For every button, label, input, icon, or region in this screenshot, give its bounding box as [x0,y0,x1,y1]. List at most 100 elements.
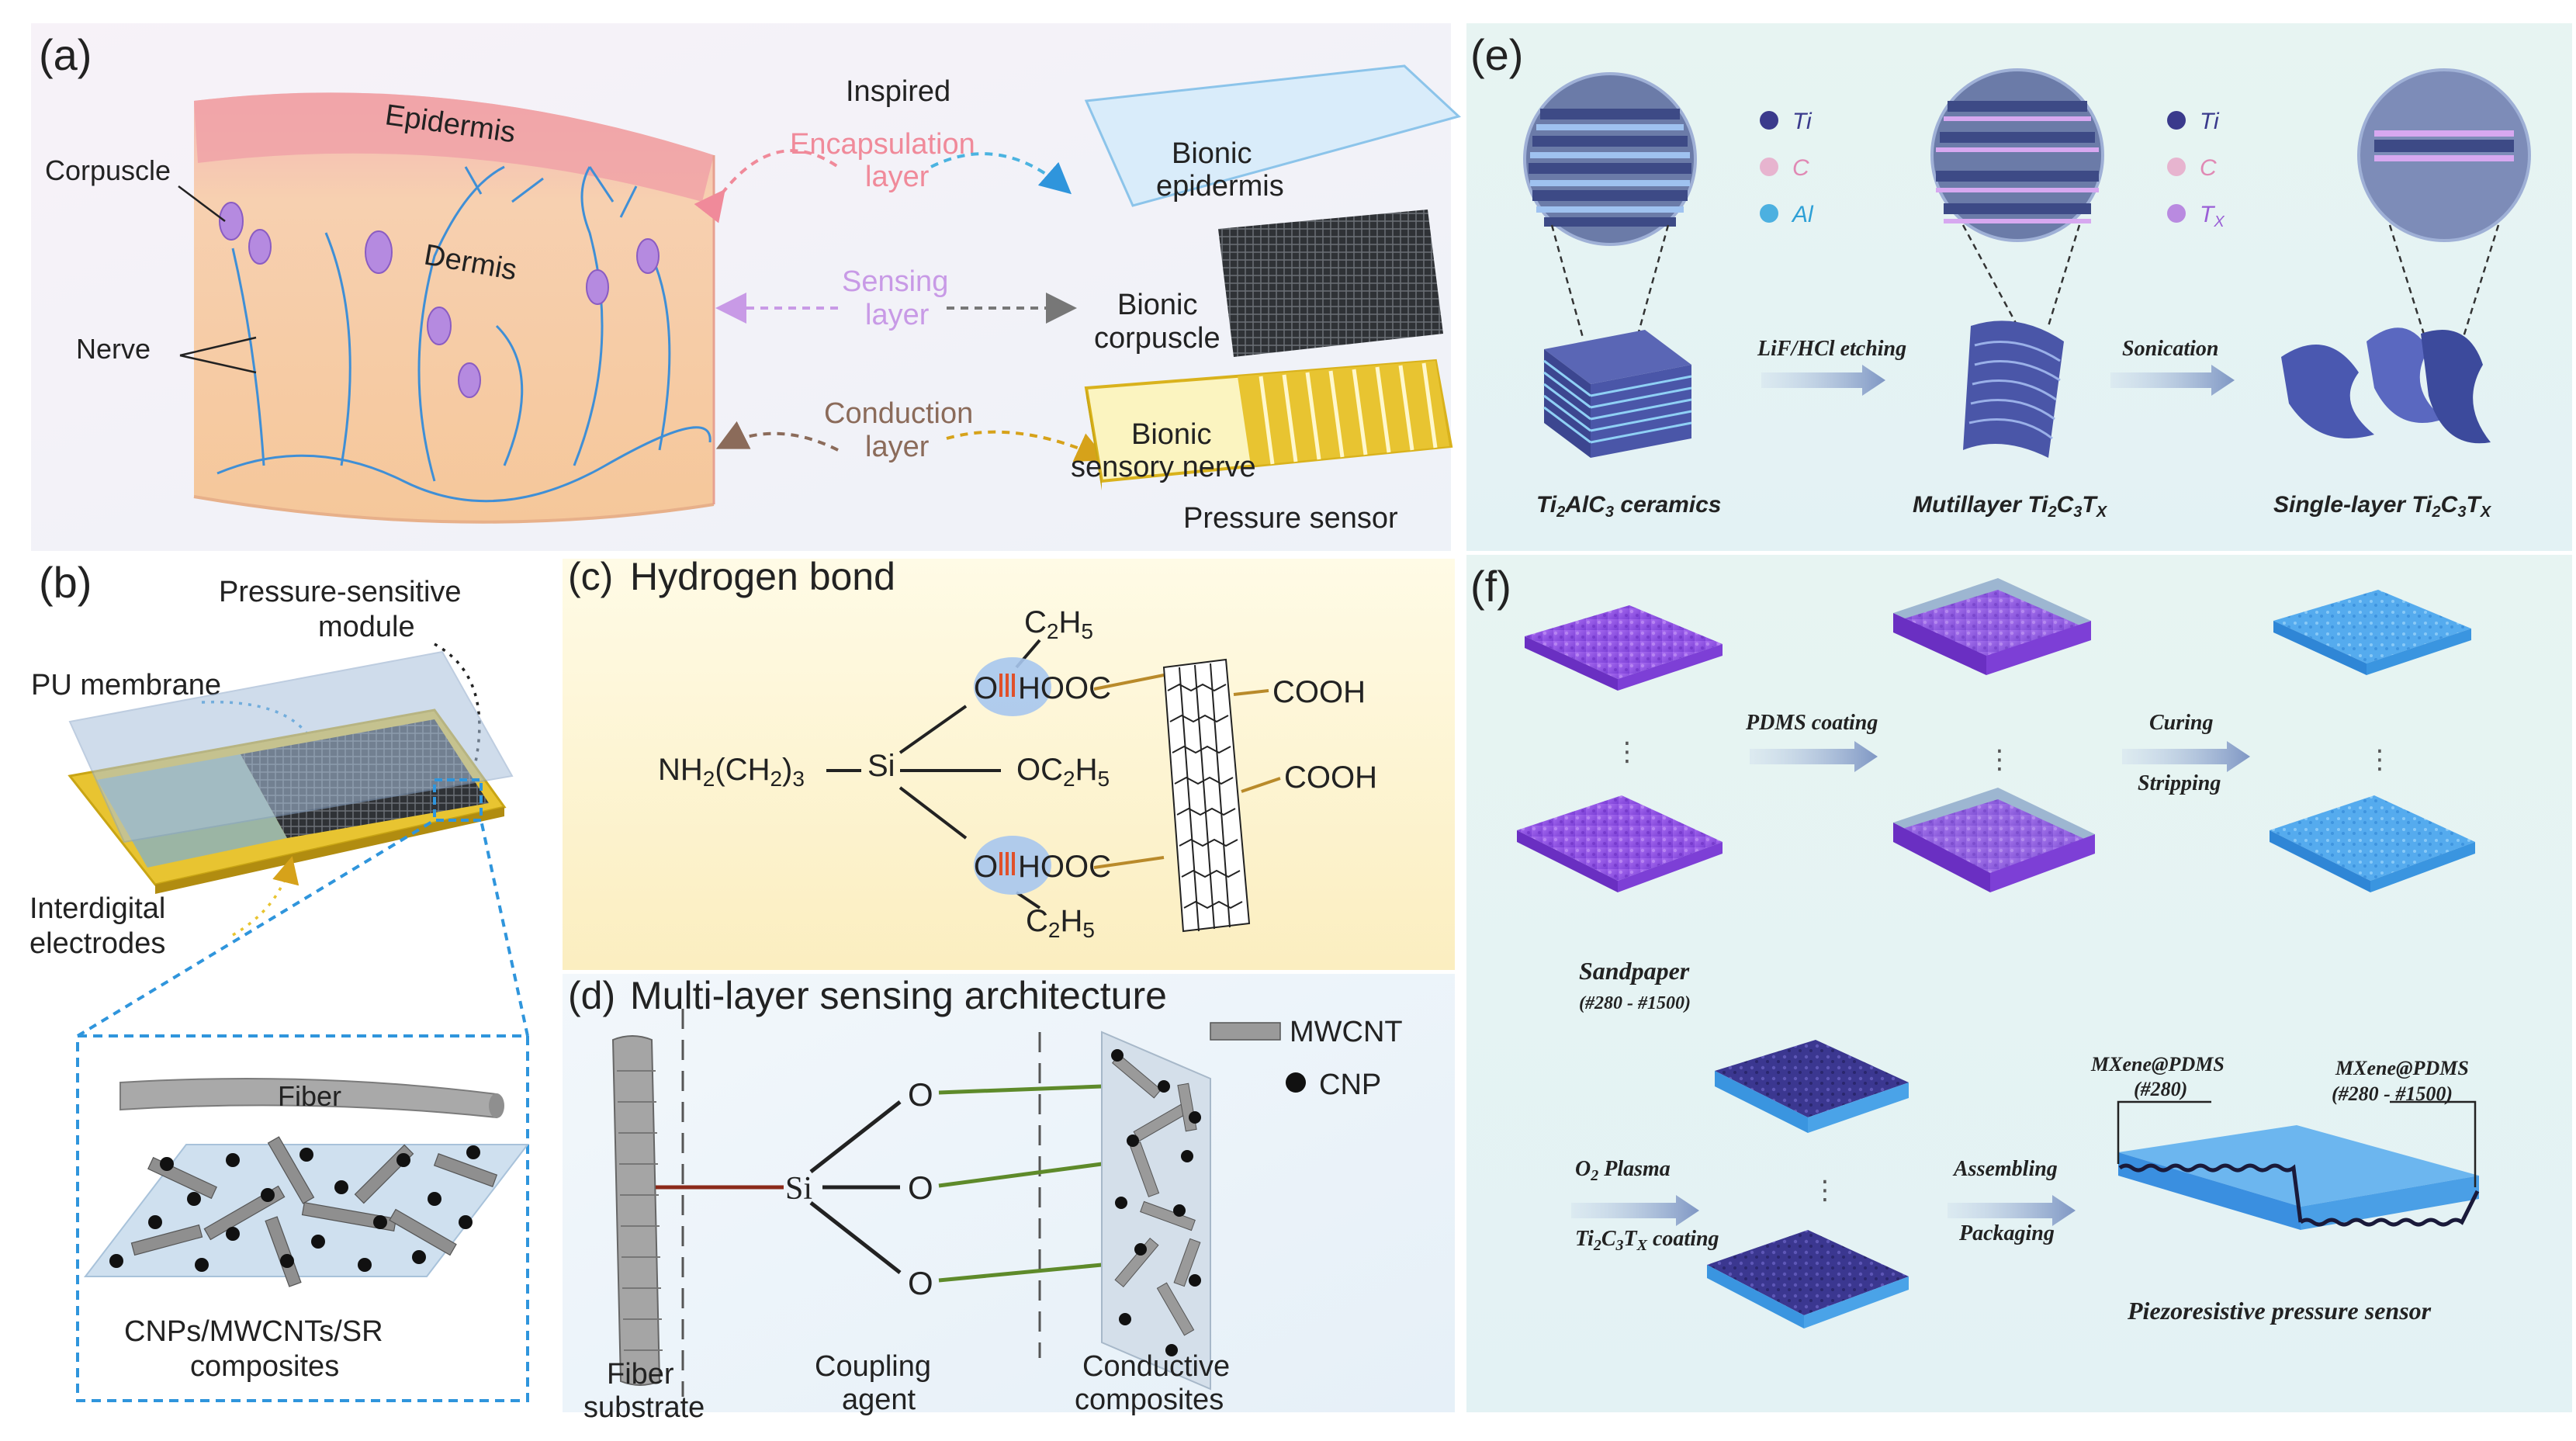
encapsulation-label-2: layer [865,161,930,193]
ceramic-block [1543,330,1692,458]
corpuscle-cells [219,202,660,398]
encapsulation-label-1: Encapsulation [790,128,975,161]
single-layer-flakes [2281,327,2491,444]
panel-d-background [563,974,1455,1412]
mxene-280-label-1: MXene@PDMS [2090,1053,2225,1076]
mxene-280-label-2: (#280) [2134,1078,2187,1100]
zoom-box [433,778,483,822]
cnp-legend-label: CNP [1319,1069,1381,1101]
coupling-agent-label-2: agent [842,1384,916,1416]
atom-legend-1 [1760,111,1778,223]
pu-membrane-label: PU membrane [31,669,221,701]
zoom-line-right [480,819,529,1037]
curing-label: Curing [2149,711,2214,735]
hbond-dashes [999,674,1015,875]
panel-d-title: Multi-layer sensing architecture [630,974,1167,1017]
o-composite-bonds [938,1084,1103,1283]
legend-al: Al [1791,202,1814,227]
composites-label-1: CNPs/MWCNTs/SR [124,1315,383,1348]
encapsulation-arrow-right [930,152,1072,195]
mxene-coated-bottom [1707,1230,1909,1328]
bionic-nerve-label-1: Bionic [1131,418,1212,451]
encapsulation-arrow-left [694,149,840,223]
bionic-epidermis-layer [1084,64,1461,207]
carbon-nanotube-c [1162,658,1251,933]
cnp-legend-dot [1286,1072,1306,1093]
panel-f-background [1466,555,2572,1412]
conductive-composites-label-1: Conductive [1082,1350,1230,1383]
multilayer-caption: Mutillayer Ti2C3TX [1913,492,2108,521]
pdms-coated-bottom [1893,788,2095,892]
panel-c-label: (c) [568,555,613,598]
cooh-top: COOH [1272,675,1366,709]
conduction-arrow-right [946,430,1108,462]
dots-3: ⋮ [2367,745,2393,774]
fiber-label: Fiber [278,1080,341,1112]
si-atom-d: Si [785,1171,812,1207]
piezoresistive-sensor [2118,1125,2480,1230]
conductive-composites-label-2: composites [1075,1384,1224,1416]
nerve-label: Nerve [76,333,151,365]
sonication-label: Sonication [2122,337,2218,361]
packaging-label: Packaging [1958,1221,2055,1245]
bionic-nerve-electrode [1084,359,1453,490]
conduction-arrow-left [715,421,839,452]
pressure-sensitive-label-2: module [318,611,415,643]
conduction-label-2: layer [865,431,930,463]
bionic-epidermis-label-1: Bionic [1172,137,1252,170]
panel-e: (e) Ti C A [1466,23,2572,551]
conduction-label-1: Conduction [824,397,973,430]
bionic-corpuscle-label-2: corpuscle [1094,322,1220,355]
bionic-corpuscle-layer [1218,210,1443,357]
si-bonds-c [826,639,1041,909]
mxene-coated-top [1715,1040,1909,1133]
etch-arrow [1761,365,1885,396]
bionic-corpuscle-label-1: Bionic [1117,289,1198,321]
pdms-coating-arrow [1750,741,1878,772]
pdms-replica-bottom [2270,795,2475,892]
panel-a: (a) [31,23,1461,551]
legend-c-1: C [1792,155,1809,181]
pdms-coated-top [1893,578,2091,675]
sandpaper-label: Sandpaper [1579,957,1690,985]
fiber-illustration [119,1078,504,1119]
sonication-arrow [2110,365,2235,396]
panel-d: (d) Multi-layer sensing architecture MWC… [563,974,1455,1424]
fiber-substrate-label-1: Fiber [607,1358,674,1391]
panel-b: (b) Pressure-sensitive module PU membran… [29,558,530,1402]
conductive-composite-illustration [1101,1031,1211,1391]
oxygen-middle: O [908,1169,933,1206]
mwcnt-legend-label: MWCNT [1290,1016,1403,1048]
multilayer-flakes [1963,320,2064,458]
panel-d-label: (d) [568,974,615,1017]
inspired-label: Inspired [846,75,950,108]
pressure-sensitive-label-1: Pressure-sensitive [219,576,462,608]
o2-plasma-label: O2 Plasma [1575,1157,1671,1184]
cooh-bottom: COOH [1284,760,1377,795]
c2h5-bottom: C2H5 [1026,904,1095,942]
legend-ti-2: Ti [2200,109,2220,134]
pressure-sensitive-arrow [434,643,486,805]
oxygen-bottom: O [908,1265,933,1301]
zoom-detail-box [76,1034,529,1402]
panel-f-label: (f) [1470,562,1511,611]
o-top: O [974,671,998,705]
mwcnt-legend-swatch [1210,1022,1281,1041]
bionic-nerve-label-2: sensory nerve [1071,451,1256,483]
crystal-sphere-2 [1930,68,2104,242]
atom-legend-2 [2167,111,2186,223]
ceramics-caption: Ti2AlC3 ceramics [1536,492,1722,521]
composite-illustration [83,1136,530,1287]
bionic-epidermis-label-2: epidermis [1156,170,1284,203]
skin-block-illustration: Epidermis Dermis Corpuscle Nerve [45,92,715,524]
pressure-sensor-label: Pressure sensor [1183,502,1398,535]
corpuscle-label: Corpuscle [45,154,171,186]
pdms-replica-top [2273,590,2471,675]
legend-c-2: C [2200,155,2217,181]
dots-4: ⋮ [1812,1176,1838,1205]
zoom-dashed-lines-e [1550,224,2500,350]
piezo-sensor-caption: Piezoresistive pressure sensor [2127,1297,2432,1325]
sensing-label-2: layer [865,299,930,331]
coupling-agent-label-1: Coupling [815,1350,931,1383]
